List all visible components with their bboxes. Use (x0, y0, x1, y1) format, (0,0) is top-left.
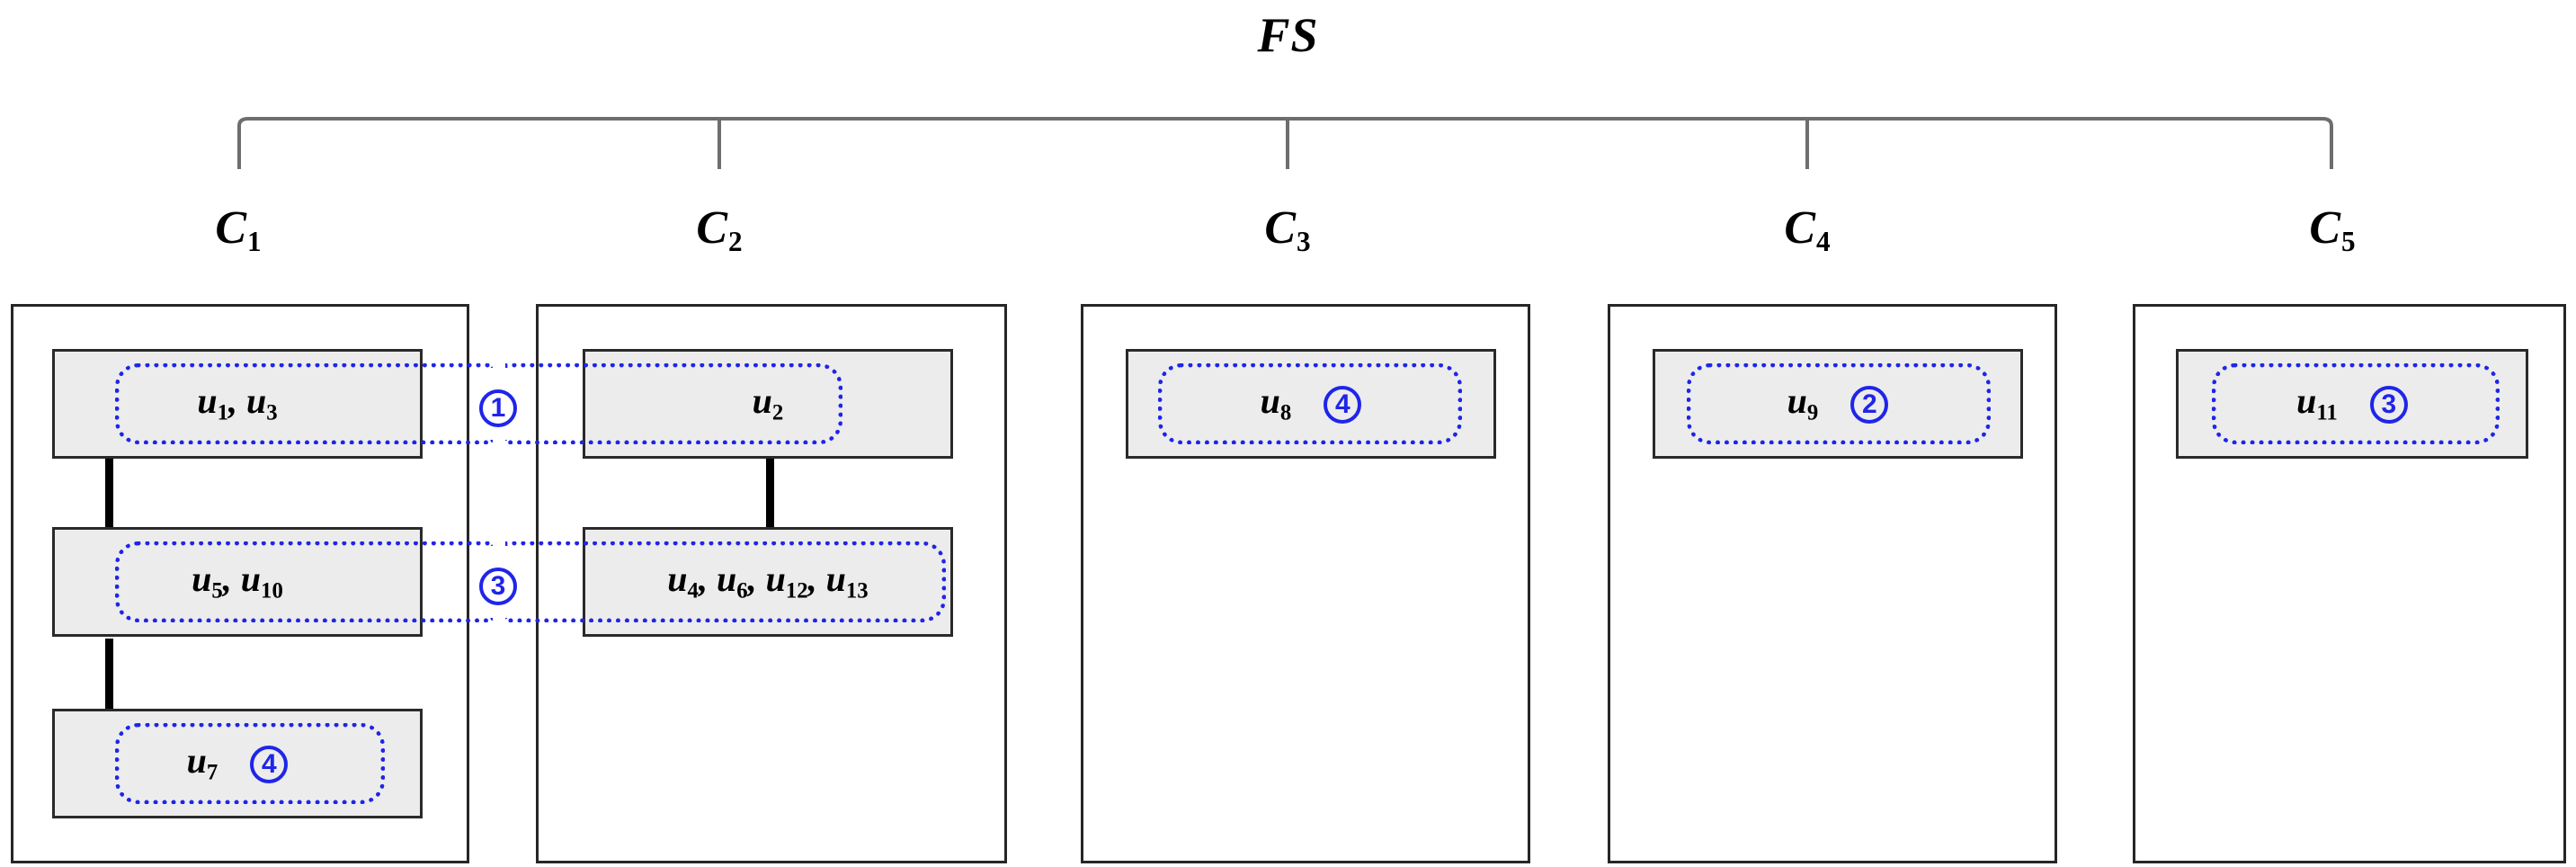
unit-label-u4-u6-u12-u13: u4, u6, u12, u13 (667, 558, 869, 603)
unit-box-u8[interactable]: u8 4 (1126, 349, 1496, 459)
cluster-label-c2: C2 (696, 202, 743, 257)
connector-c1-r2-r3 (105, 639, 113, 709)
unit-label-u5-u10: u5, u10 (192, 558, 283, 603)
connector-c2-r1-r2 (766, 457, 774, 527)
cluster-label-c1: C1 (215, 202, 262, 257)
cluster-label-c5: C5 (2309, 202, 2356, 257)
cross-link-number-1: 1 (479, 389, 517, 427)
hierarchy-bracket (237, 117, 2333, 169)
membership-badge-u8: 4 (1324, 385, 1362, 424)
membership-badge-u11: 3 (2369, 385, 2408, 424)
unit-label-u2: u2 (752, 380, 784, 425)
unit-box-u1-u3[interactable]: u1, u3 (52, 349, 423, 459)
connector-c1-r1-r2 (105, 457, 113, 527)
unit-label-u1-u3: u1, u3 (197, 380, 278, 425)
cross-link-number-3: 3 (479, 568, 517, 605)
unit-label-u9: u9 2 (1787, 382, 1889, 425)
unit-box-u4-u6-u12-u13[interactable]: u4, u6, u12, u13 (583, 527, 953, 637)
cross-link-badge-3: 3 (475, 563, 521, 610)
page-title: FS (1257, 8, 1319, 62)
unit-box-u11[interactable]: u11 3 (2176, 349, 2528, 459)
unit-label-u11: u11 3 (2296, 382, 2408, 425)
unit-label-u7: u7 4 (187, 742, 289, 784)
cluster-label-c3: C3 (1264, 202, 1311, 257)
unit-box-u9[interactable]: u9 2 (1653, 349, 2023, 459)
unit-box-u7[interactable]: u7 4 (52, 709, 423, 818)
unit-label-u8: u8 4 (1261, 382, 1362, 425)
cluster-label-c4: C4 (1784, 202, 1831, 257)
unit-box-u5-u10[interactable]: u5, u10 (52, 527, 423, 637)
cross-link-badge-1: 1 (475, 385, 521, 432)
unit-box-u2[interactable]: u2 (583, 349, 953, 459)
membership-badge-u7: 4 (250, 745, 289, 783)
membership-badge-u9: 2 (1850, 385, 1889, 424)
